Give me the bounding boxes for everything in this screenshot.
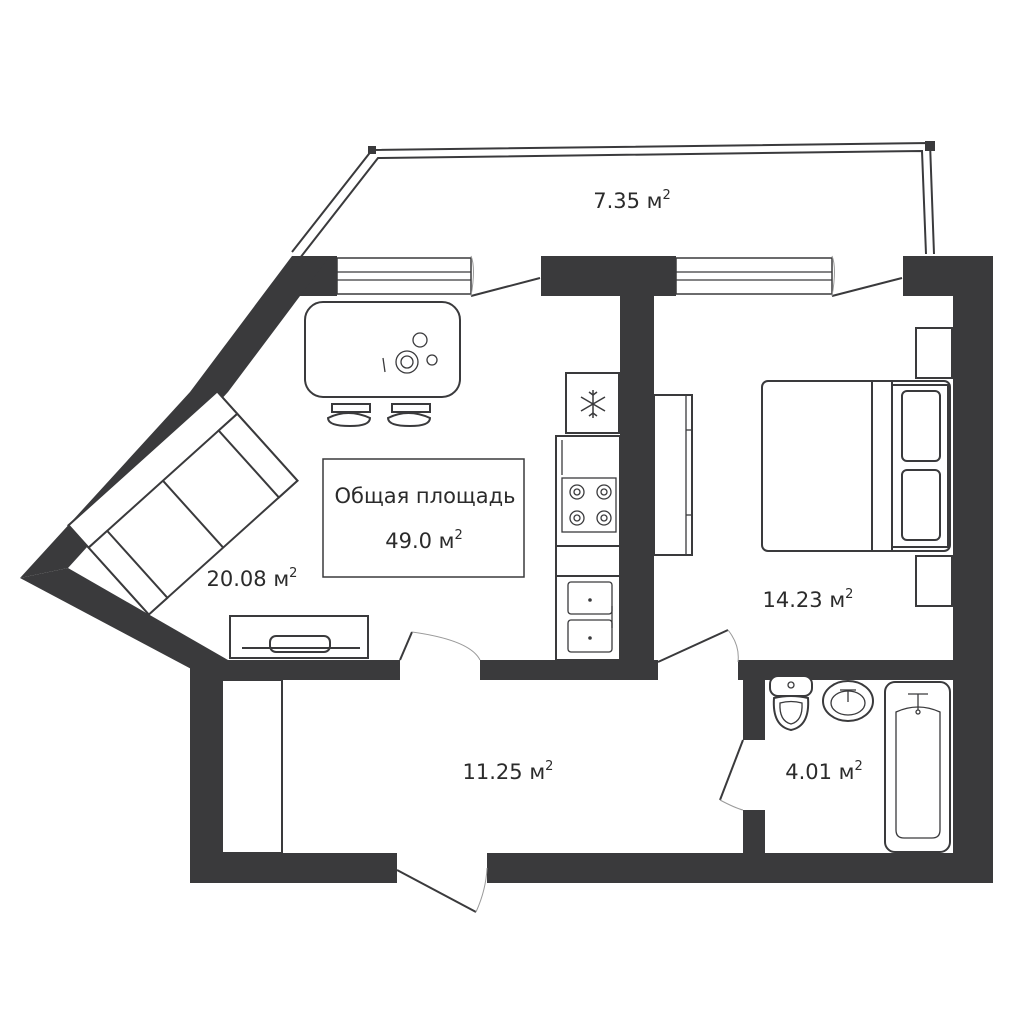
stove [555,435,621,547]
total-area-value: 49.0 м2 [385,528,463,553]
fridge [565,372,620,434]
window-living [336,257,472,295]
double-bed [761,380,951,552]
bedroom-area: 14.23 м2 [763,587,854,612]
hallway-area: 11.25 м2 [463,759,554,784]
walls [20,256,993,883]
door-balcony-bedroom [831,255,903,297]
door-balcony-living [470,255,541,297]
wardrobe [653,394,693,556]
kitchen-counter [555,545,621,577]
nightstand-bottom [915,555,953,607]
bathtub [884,681,951,853]
door-living [399,631,481,661]
sink-icon [567,581,613,653]
washbasin-icon [830,689,866,716]
kitchen-living-area: 20.08 м2 [207,566,298,591]
nightstand-top [915,327,953,379]
bathtub-icon [895,693,941,839]
tv-stand [229,615,369,659]
total-area-label: Общая площадь [335,484,516,508]
bathroom-area: 4.01 м2 [785,759,863,784]
toilet-icon [779,700,803,725]
balcony-railing [291,141,935,259]
dining-table [304,301,461,428]
stove-icon [569,484,612,526]
balcony-area: 7.35 м2 [593,188,671,213]
washbasin [822,680,874,722]
door-bedroom [657,629,739,663]
total-area-box: Общая площадь 49.0 м2 [322,458,525,578]
snowflake-icon [580,390,606,418]
hallway-wardrobe [221,679,283,854]
toilet [769,675,813,732]
sofa [67,390,299,616]
window-bedroom [675,257,833,295]
door-bathroom [719,739,744,811]
kitchen-sink [555,575,621,661]
door-entrance [396,867,488,913]
